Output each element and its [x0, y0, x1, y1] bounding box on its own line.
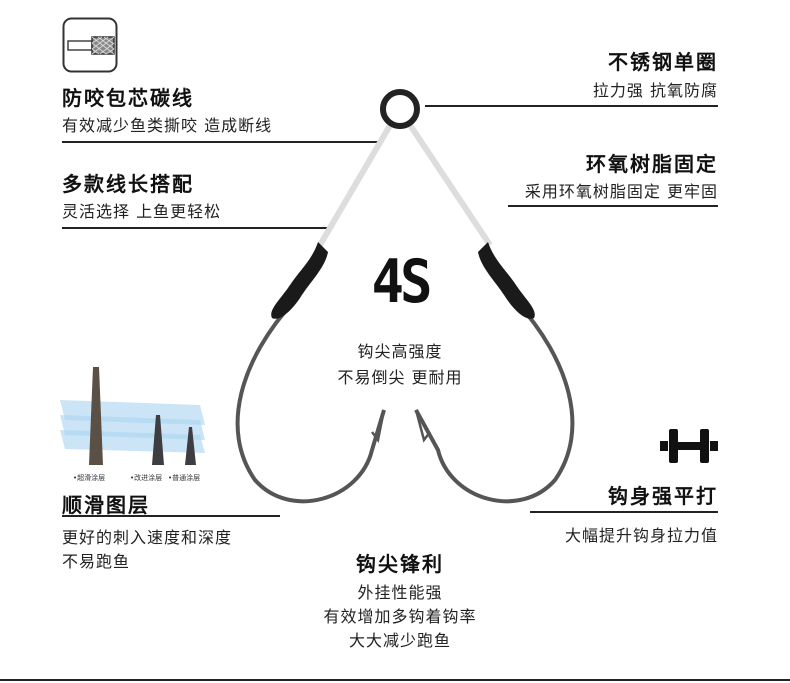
feature-desc-line-length: 灵活选择 上鱼更轻松 — [62, 202, 222, 221]
coating-label-normal: •普通涂层 — [168, 474, 201, 482]
feature-title-coating: 顺滑图层 — [62, 493, 150, 517]
divider — [530, 511, 718, 513]
feature-title-epoxy: 环氧树脂固定 — [586, 152, 718, 176]
center-text-1: 钩尖高强度 — [357, 342, 443, 361]
feature-desc-epoxy: 采用环氧树脂固定 更牢固 — [524, 182, 718, 201]
feature-desc-flat-forged: 大幅提升钩身拉力值 — [564, 526, 718, 545]
coating-label-improved: •改进涂层 — [130, 474, 163, 482]
coating-label-super: •超滑涂层 — [73, 474, 106, 482]
flat-forged-icon — [660, 429, 718, 463]
divider — [62, 141, 380, 143]
divider — [62, 227, 330, 229]
bottom-divider — [0, 679, 790, 681]
divider — [425, 105, 718, 107]
brand-logo: 4S — [371, 246, 432, 317]
feature-desc-ring: 拉力强 抗氧防腐 — [592, 81, 718, 100]
coating-comparison-image — [60, 367, 205, 465]
center-text-2: 不易倒尖 更耐用 — [337, 368, 463, 387]
feature-desc-sharp-1: 外挂性能强 — [357, 583, 443, 602]
feature-title-core-line: 防咬包芯碳线 — [62, 86, 194, 110]
feature-title-sharp-point: 钩尖锋利 — [356, 552, 444, 576]
divider — [508, 205, 718, 207]
feature-desc-coating-1: 更好的刺入速度和深度 — [62, 528, 233, 547]
divider — [62, 515, 280, 517]
braided-wire-icon — [62, 17, 118, 73]
feature-desc-sharp-2: 有效增加多钩着钩率 — [323, 607, 477, 626]
feature-title-line-length: 多款线长搭配 — [62, 172, 194, 196]
feature-desc-core-line: 有效减少鱼类撕咬 造成断线 — [62, 116, 273, 135]
feature-desc-coating-2: 不易跑鱼 — [62, 552, 131, 571]
feature-title-ring: 不锈钢单圈 — [608, 50, 718, 74]
feature-title-flat-forged: 钩身强平打 — [608, 484, 718, 508]
feature-desc-sharp-3: 大大减少跑鱼 — [348, 631, 451, 650]
